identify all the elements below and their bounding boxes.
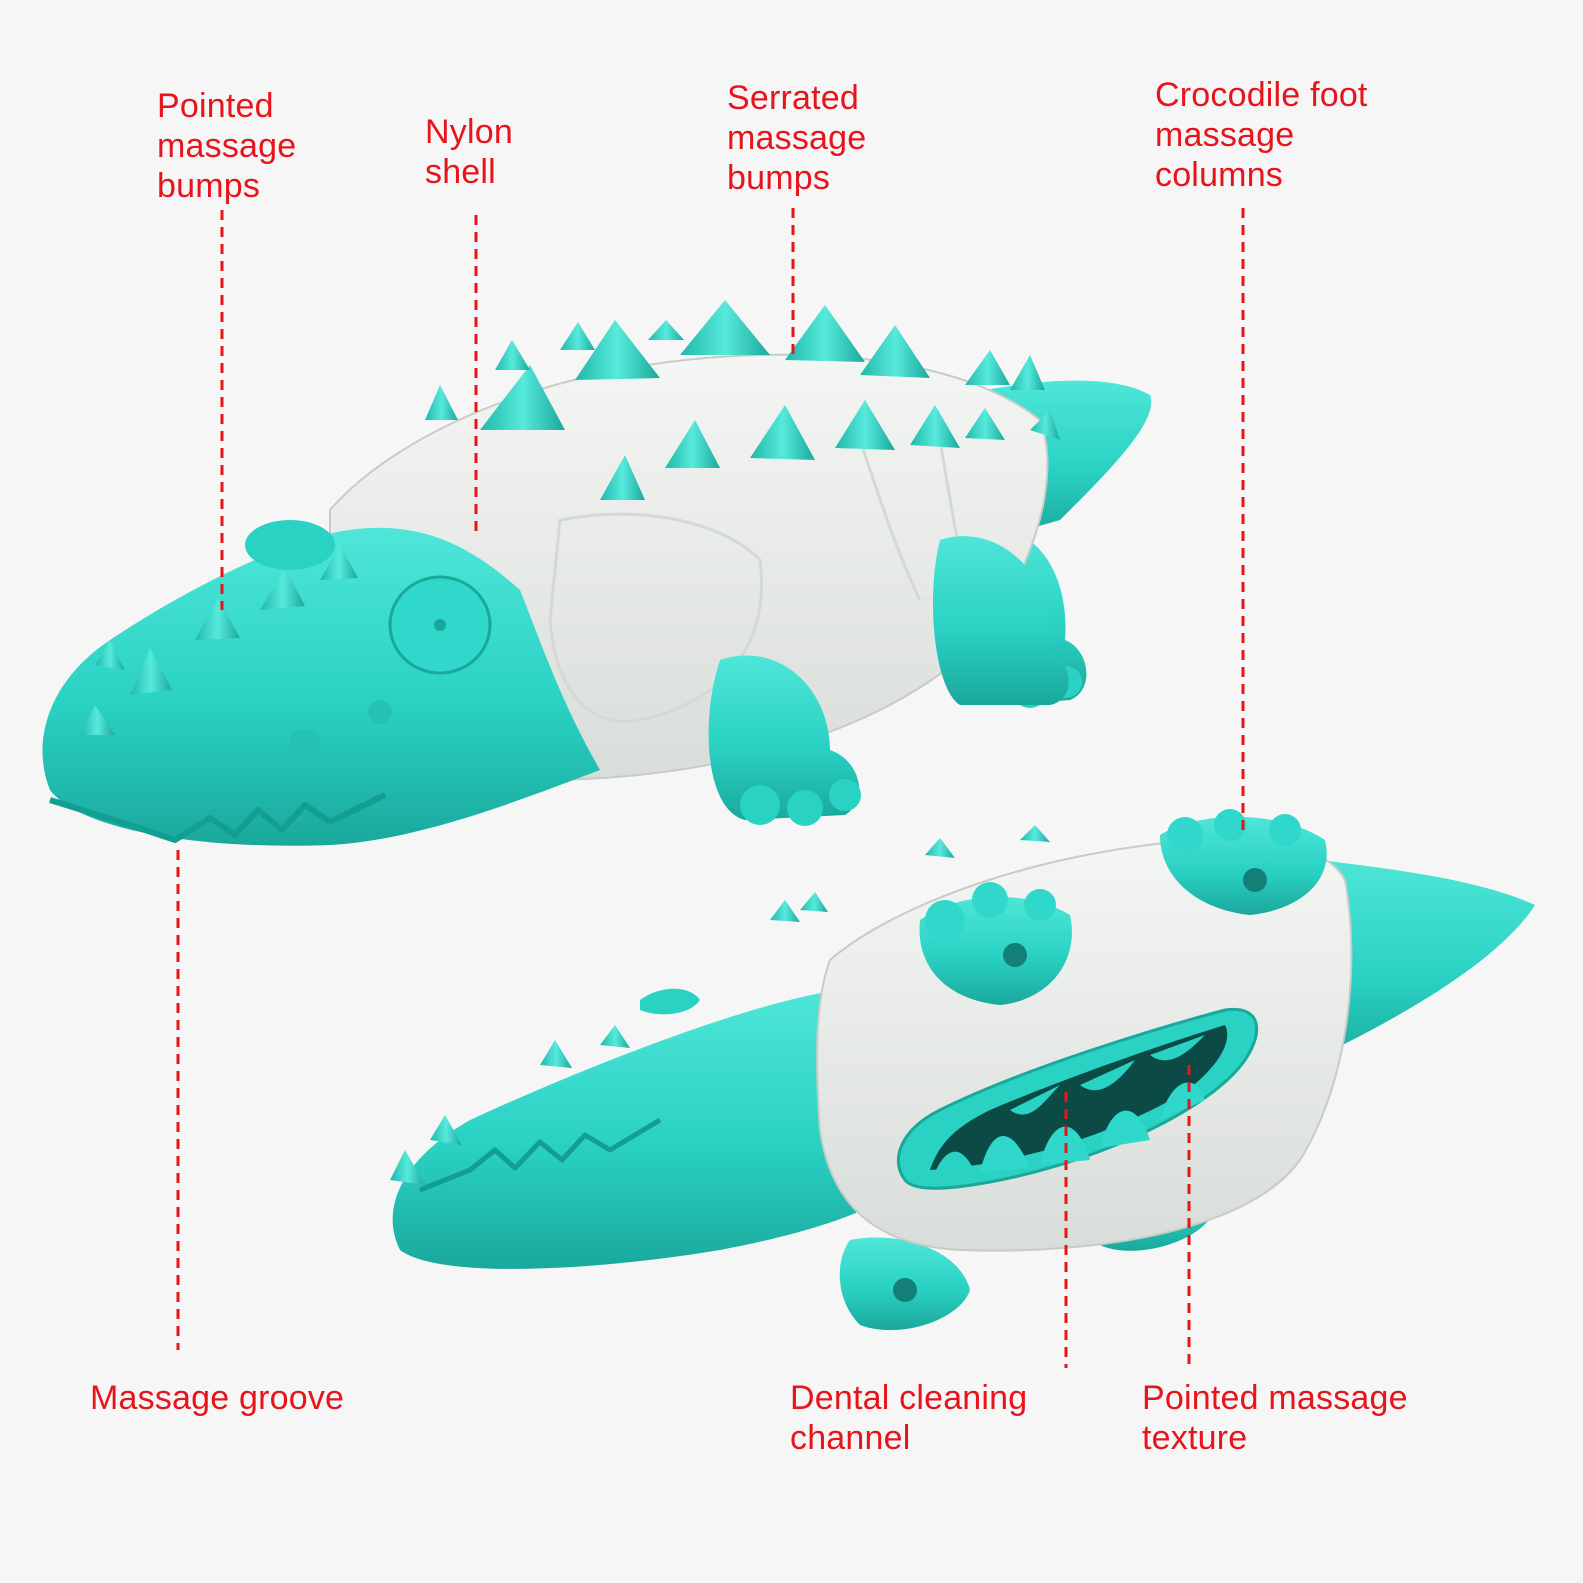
foot-massage-column-right (1160, 809, 1327, 915)
callout-lines (176, 208, 1245, 1368)
label-serrated-massage-bumps: Serrated massage bumps (727, 79, 867, 197)
label-nylon-shell: Nylon shell (425, 113, 513, 191)
foot-massage-column-left (919, 882, 1072, 1005)
label-pointed-massage-texture: Pointed massage texture (1142, 1379, 1408, 1457)
label-crocodile-foot-massage-columns: Crocodile foot massage columns (1155, 76, 1368, 194)
label-massage-groove: Massage groove (90, 1379, 345, 1417)
crocodile-toy-underside-view (390, 809, 1535, 1331)
dental-cleaning-channel (896, 1007, 1259, 1190)
crocodile-toy-side-view (42, 300, 1152, 846)
label-dental-cleaning-channel: Dental cleaning channel (790, 1379, 1028, 1457)
front-foot (708, 536, 1069, 826)
label-pointed-massage-bumps: Pointed massage bumps (157, 87, 297, 205)
